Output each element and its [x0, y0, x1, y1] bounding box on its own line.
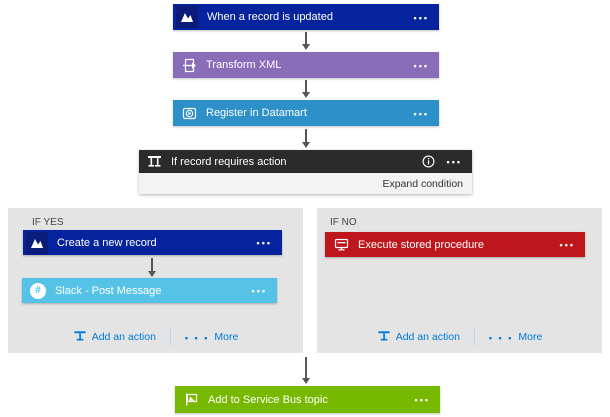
service-bus-icon [183, 392, 199, 408]
trigger-label: When a record is updated [207, 11, 333, 23]
add-action-icon [377, 329, 391, 346]
more-ellipsis-icon: • • • [488, 333, 514, 343]
condition-label: If record requires action [171, 155, 287, 168]
add-action-icon [73, 329, 87, 346]
action-label: Add to Service Bus topic [208, 393, 328, 406]
add-action-label: Add an action [91, 331, 156, 343]
condition-card[interactable]: If record requires action ••• Expand con… [139, 150, 472, 194]
menu-ellipsis-icon[interactable]: ••• [256, 238, 272, 248]
menu-ellipsis-icon[interactable]: ••• [559, 240, 575, 250]
menu-ellipsis-icon[interactable]: ••• [414, 395, 430, 405]
branch-yes-label: IF YES [32, 217, 64, 228]
trigger-card-when-record-updated[interactable]: When a record is updated ••• [173, 4, 439, 30]
slack-icon: # [30, 282, 46, 299]
info-icon[interactable] [422, 155, 435, 168]
add-an-action-button[interactable]: Add an action [73, 329, 156, 346]
divider [169, 328, 171, 346]
connector-arrow [302, 357, 310, 384]
action-card-create-new-record[interactable]: Create a new record ••• [23, 230, 282, 255]
action-card-execute-stored-procedure[interactable]: Execute stored procedure ••• [325, 232, 585, 257]
add-action-label: Add an action [395, 331, 460, 343]
datamart-icon [181, 105, 197, 121]
menu-ellipsis-icon[interactable]: ••• [413, 12, 429, 23]
expand-condition-label: Expand condition [382, 177, 463, 190]
more-label: More [214, 331, 239, 343]
more-button[interactable]: • • • More [185, 331, 238, 343]
branch-if-no: IF NO Execute stored procedure ••• [317, 208, 602, 353]
connector-arrow [302, 32, 310, 50]
xml-transform-icon [181, 57, 197, 73]
dynamics-crm-icon [26, 231, 48, 254]
connector-arrow [302, 129, 310, 148]
action-label: Slack - Post Message [55, 284, 162, 297]
action-card-register-datamart[interactable]: Register in Datamart ••• [173, 100, 439, 126]
connector-arrow [148, 258, 156, 277]
more-label: More [518, 331, 543, 343]
action-card-transform-xml[interactable]: Transform XML ••• [173, 52, 439, 78]
action-label: Execute stored procedure [358, 238, 484, 251]
more-ellipsis-icon: • • • [184, 333, 210, 343]
menu-ellipsis-icon[interactable]: ••• [413, 108, 429, 119]
action-label: Create a new record [57, 236, 157, 249]
expand-condition-button[interactable]: Expand condition [139, 173, 472, 194]
dynamics-crm-icon [176, 6, 198, 28]
connector-arrow [302, 80, 310, 98]
condition-icon [146, 154, 162, 170]
action-card-slack-post-message[interactable]: # Slack - Post Message ••• [22, 278, 277, 303]
action-label: Transform XML [206, 59, 282, 71]
divider [473, 328, 475, 346]
action-label: Register in Datamart [206, 107, 307, 119]
branch-if-yes: IF YES Create a new record ••• # Slack -… [8, 208, 303, 353]
add-an-action-button[interactable]: Add an action [377, 329, 460, 346]
branch-no-label: IF NO [330, 217, 357, 228]
sql-server-icon [333, 237, 349, 253]
condition-header[interactable]: If record requires action ••• [139, 150, 472, 173]
menu-ellipsis-icon[interactable]: ••• [413, 60, 429, 71]
menu-ellipsis-icon[interactable]: ••• [446, 157, 462, 167]
action-card-service-bus-topic[interactable]: Add to Service Bus topic ••• [175, 386, 440, 413]
more-button[interactable]: • • • More [489, 331, 542, 343]
menu-ellipsis-icon[interactable]: ••• [251, 286, 267, 296]
